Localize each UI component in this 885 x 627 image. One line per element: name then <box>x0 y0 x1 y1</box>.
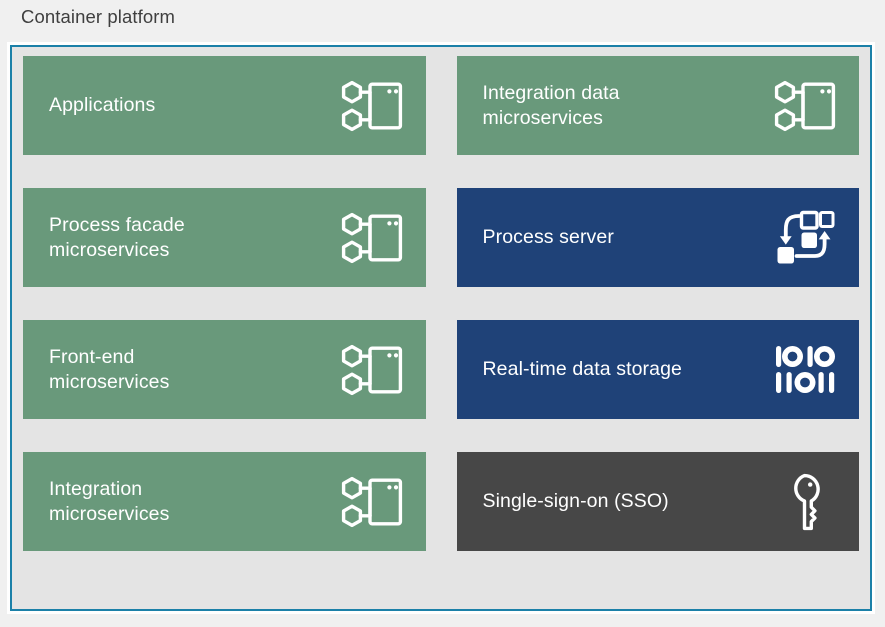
card-label: Process facade microservices <box>49 213 185 261</box>
card-row: Process facade microservices <box>23 188 859 287</box>
card-label: Process server <box>482 226 614 248</box>
binary-data-icon <box>772 339 838 401</box>
microservices-icon <box>339 75 405 137</box>
microservices-icon <box>339 471 405 533</box>
card-integration-data-microservices[interactable]: Integration data microservices <box>456 56 859 155</box>
card-label: Applications <box>49 94 156 116</box>
card-single-sign-on[interactable]: Single-sign-on (SSO) <box>456 452 859 551</box>
microservices-icon <box>339 339 405 401</box>
card-label: Single-sign-on (SSO) <box>482 490 669 512</box>
card-process-server[interactable]: Process server <box>456 188 859 287</box>
microservices-icon <box>339 207 405 269</box>
container-platform-panel: Applications <box>7 42 875 614</box>
card-row: Integration microservices <box>23 452 859 551</box>
card-row: Applications <box>23 56 859 155</box>
card-integration-microservices[interactable]: Integration microservices <box>23 452 426 551</box>
microservices-icon <box>772 75 838 137</box>
card-real-time-data-storage[interactable]: Real-time data storage <box>456 320 859 419</box>
card-label: Real-time data storage <box>482 358 682 380</box>
card-label: Integration microservices <box>49 477 170 525</box>
card-grid: Applications <box>12 47 870 609</box>
card-label: Integration data microservices <box>482 81 620 129</box>
page-title: Container platform <box>21 6 175 27</box>
process-flow-icon <box>772 207 838 269</box>
card-process-facade-microservices[interactable]: Process facade microservices <box>23 188 426 287</box>
card-applications[interactable]: Applications <box>23 56 426 155</box>
card-front-end-microservices[interactable]: Front-end microservices <box>23 320 426 419</box>
card-label: Front-end microservices <box>49 345 170 393</box>
key-icon <box>772 471 838 533</box>
card-row: Front-end microservices <box>23 320 859 419</box>
